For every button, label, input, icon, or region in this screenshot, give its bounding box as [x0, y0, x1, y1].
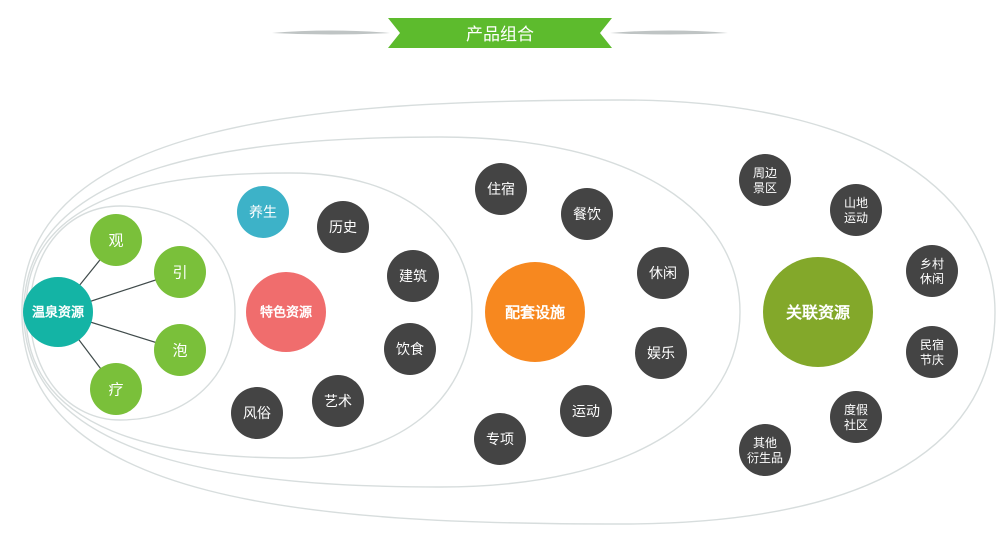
facilities-item-2-circle	[561, 188, 613, 240]
facilities-item-6-circle	[474, 413, 526, 465]
hot-spring-item-1: 观	[90, 214, 142, 266]
hot-spring-item-4-label: 疗	[108, 380, 123, 398]
hot-spring-hub: 温泉资源	[23, 277, 93, 347]
banner-right-swoosh	[610, 30, 728, 35]
special-item-6-circle	[231, 387, 283, 439]
facilities-hub: 配套设施	[485, 262, 585, 362]
special-item-5-circle	[312, 375, 364, 427]
related-item-1-label: 周边景区	[753, 166, 777, 195]
facilities-hub-label: 配套设施	[505, 303, 565, 321]
special-hub-circle	[246, 272, 326, 352]
related-item-6: 其他衍生品	[739, 424, 791, 476]
special-item-2: 历史	[317, 201, 369, 253]
related-item-5: 度假社区	[830, 391, 882, 443]
related-item-5-circle	[830, 391, 882, 443]
related-hub-circle	[763, 257, 873, 367]
related-item-2-circle	[830, 184, 882, 236]
facilities-item-1: 住宿	[475, 163, 527, 215]
special-item-1-label: 养生	[249, 205, 277, 221]
related-hub: 关联资源	[763, 257, 873, 367]
hot-spring-item-2: 引	[154, 246, 206, 298]
special-item-2-circle	[317, 201, 369, 253]
related-item-2-label: 山地运动	[844, 196, 868, 225]
related-item-4-label: 民宿节庆	[920, 337, 944, 367]
diagram-title: 产品组合	[466, 25, 534, 45]
related-hub-label: 关联资源	[786, 303, 850, 322]
facilities-item-4-label: 娱乐	[647, 346, 675, 362]
facilities-item-2-label: 餐饮	[573, 207, 601, 223]
facilities-hub-circle	[485, 262, 585, 362]
related-item-5-label: 度假社区	[844, 402, 868, 432]
facilities-item-5-circle	[560, 385, 612, 437]
hot-spring-item-3-label: 泡	[172, 341, 187, 359]
special-item-3-circle	[387, 250, 439, 302]
special-item-4-label: 饮食	[396, 341, 424, 358]
facilities-item-1-label: 住宿	[487, 181, 515, 198]
special-item-6-label: 风俗	[243, 406, 271, 422]
special-hub: 特色资源	[246, 272, 326, 352]
special-item-5: 艺术	[312, 375, 364, 427]
hot-spring-item-3-circle	[154, 324, 206, 376]
ring-special	[25, 172, 473, 459]
related-item-3-circle	[906, 245, 958, 297]
related-item-1-circle	[739, 154, 791, 206]
special-item-4-circle	[384, 323, 436, 375]
special-item-4: 饮食	[384, 323, 436, 375]
ring-hot-spring	[29, 205, 236, 421]
special-item-6: 风俗	[231, 387, 283, 439]
special-item-1-circle	[237, 186, 289, 238]
facilities-item-2: 餐饮	[561, 188, 613, 240]
hot-spring-item-4-circle	[90, 363, 142, 415]
facilities-item-3-label: 休闲	[649, 266, 677, 282]
related-item-6-label: 其他衍生品	[747, 436, 783, 465]
title-banner: 产品组合	[272, 18, 728, 48]
nested-rings	[21, 99, 996, 525]
hot-spring-item-1-circle	[90, 214, 142, 266]
banner-ribbon	[388, 18, 612, 48]
hot-spring-item-4: 疗	[90, 363, 142, 415]
related-item-4-circle	[906, 326, 958, 378]
special-item-3-label: 建筑	[399, 269, 427, 285]
special-item-3: 建筑	[387, 250, 439, 302]
hot-spring-hub-circle	[23, 277, 93, 347]
hot-spring-item-2-circle	[154, 246, 206, 298]
special-item-2-label: 历史	[329, 220, 357, 236]
special-item-5-label: 艺术	[324, 394, 352, 410]
ring-related	[21, 99, 996, 525]
related-item-6-circle	[739, 424, 791, 476]
hot-spring-hub-label: 温泉资源	[32, 305, 84, 321]
hot-spring-item-3: 泡	[154, 324, 206, 376]
facilities-item-4: 娱乐	[635, 327, 687, 379]
banner-left-swoosh	[272, 30, 390, 35]
facilities-item-5: 运动	[560, 385, 612, 437]
facilities-item-1-circle	[475, 163, 527, 215]
related-item-3-label: 乡村休闲	[920, 257, 944, 286]
facilities-item-6: 专项	[474, 413, 526, 465]
ring-facilities	[23, 136, 741, 488]
hot-spring-item-2-label: 引	[172, 263, 187, 281]
related-item-3: 乡村休闲	[906, 245, 958, 297]
facilities-item-5-label: 运动	[572, 404, 600, 420]
facilities-item-3: 休闲	[637, 247, 689, 299]
related-item-2: 山地运动	[830, 184, 882, 236]
special-hub-label: 特色资源	[260, 305, 312, 321]
facilities-item-6-label: 专项	[486, 432, 514, 448]
hot-spring-item-1-label: 观	[108, 231, 123, 249]
facilities-item-3-circle	[637, 247, 689, 299]
related-item-4: 民宿节庆	[906, 326, 958, 378]
special-item-1: 养生	[237, 186, 289, 238]
related-item-1: 周边景区	[739, 154, 791, 206]
facilities-item-4-circle	[635, 327, 687, 379]
